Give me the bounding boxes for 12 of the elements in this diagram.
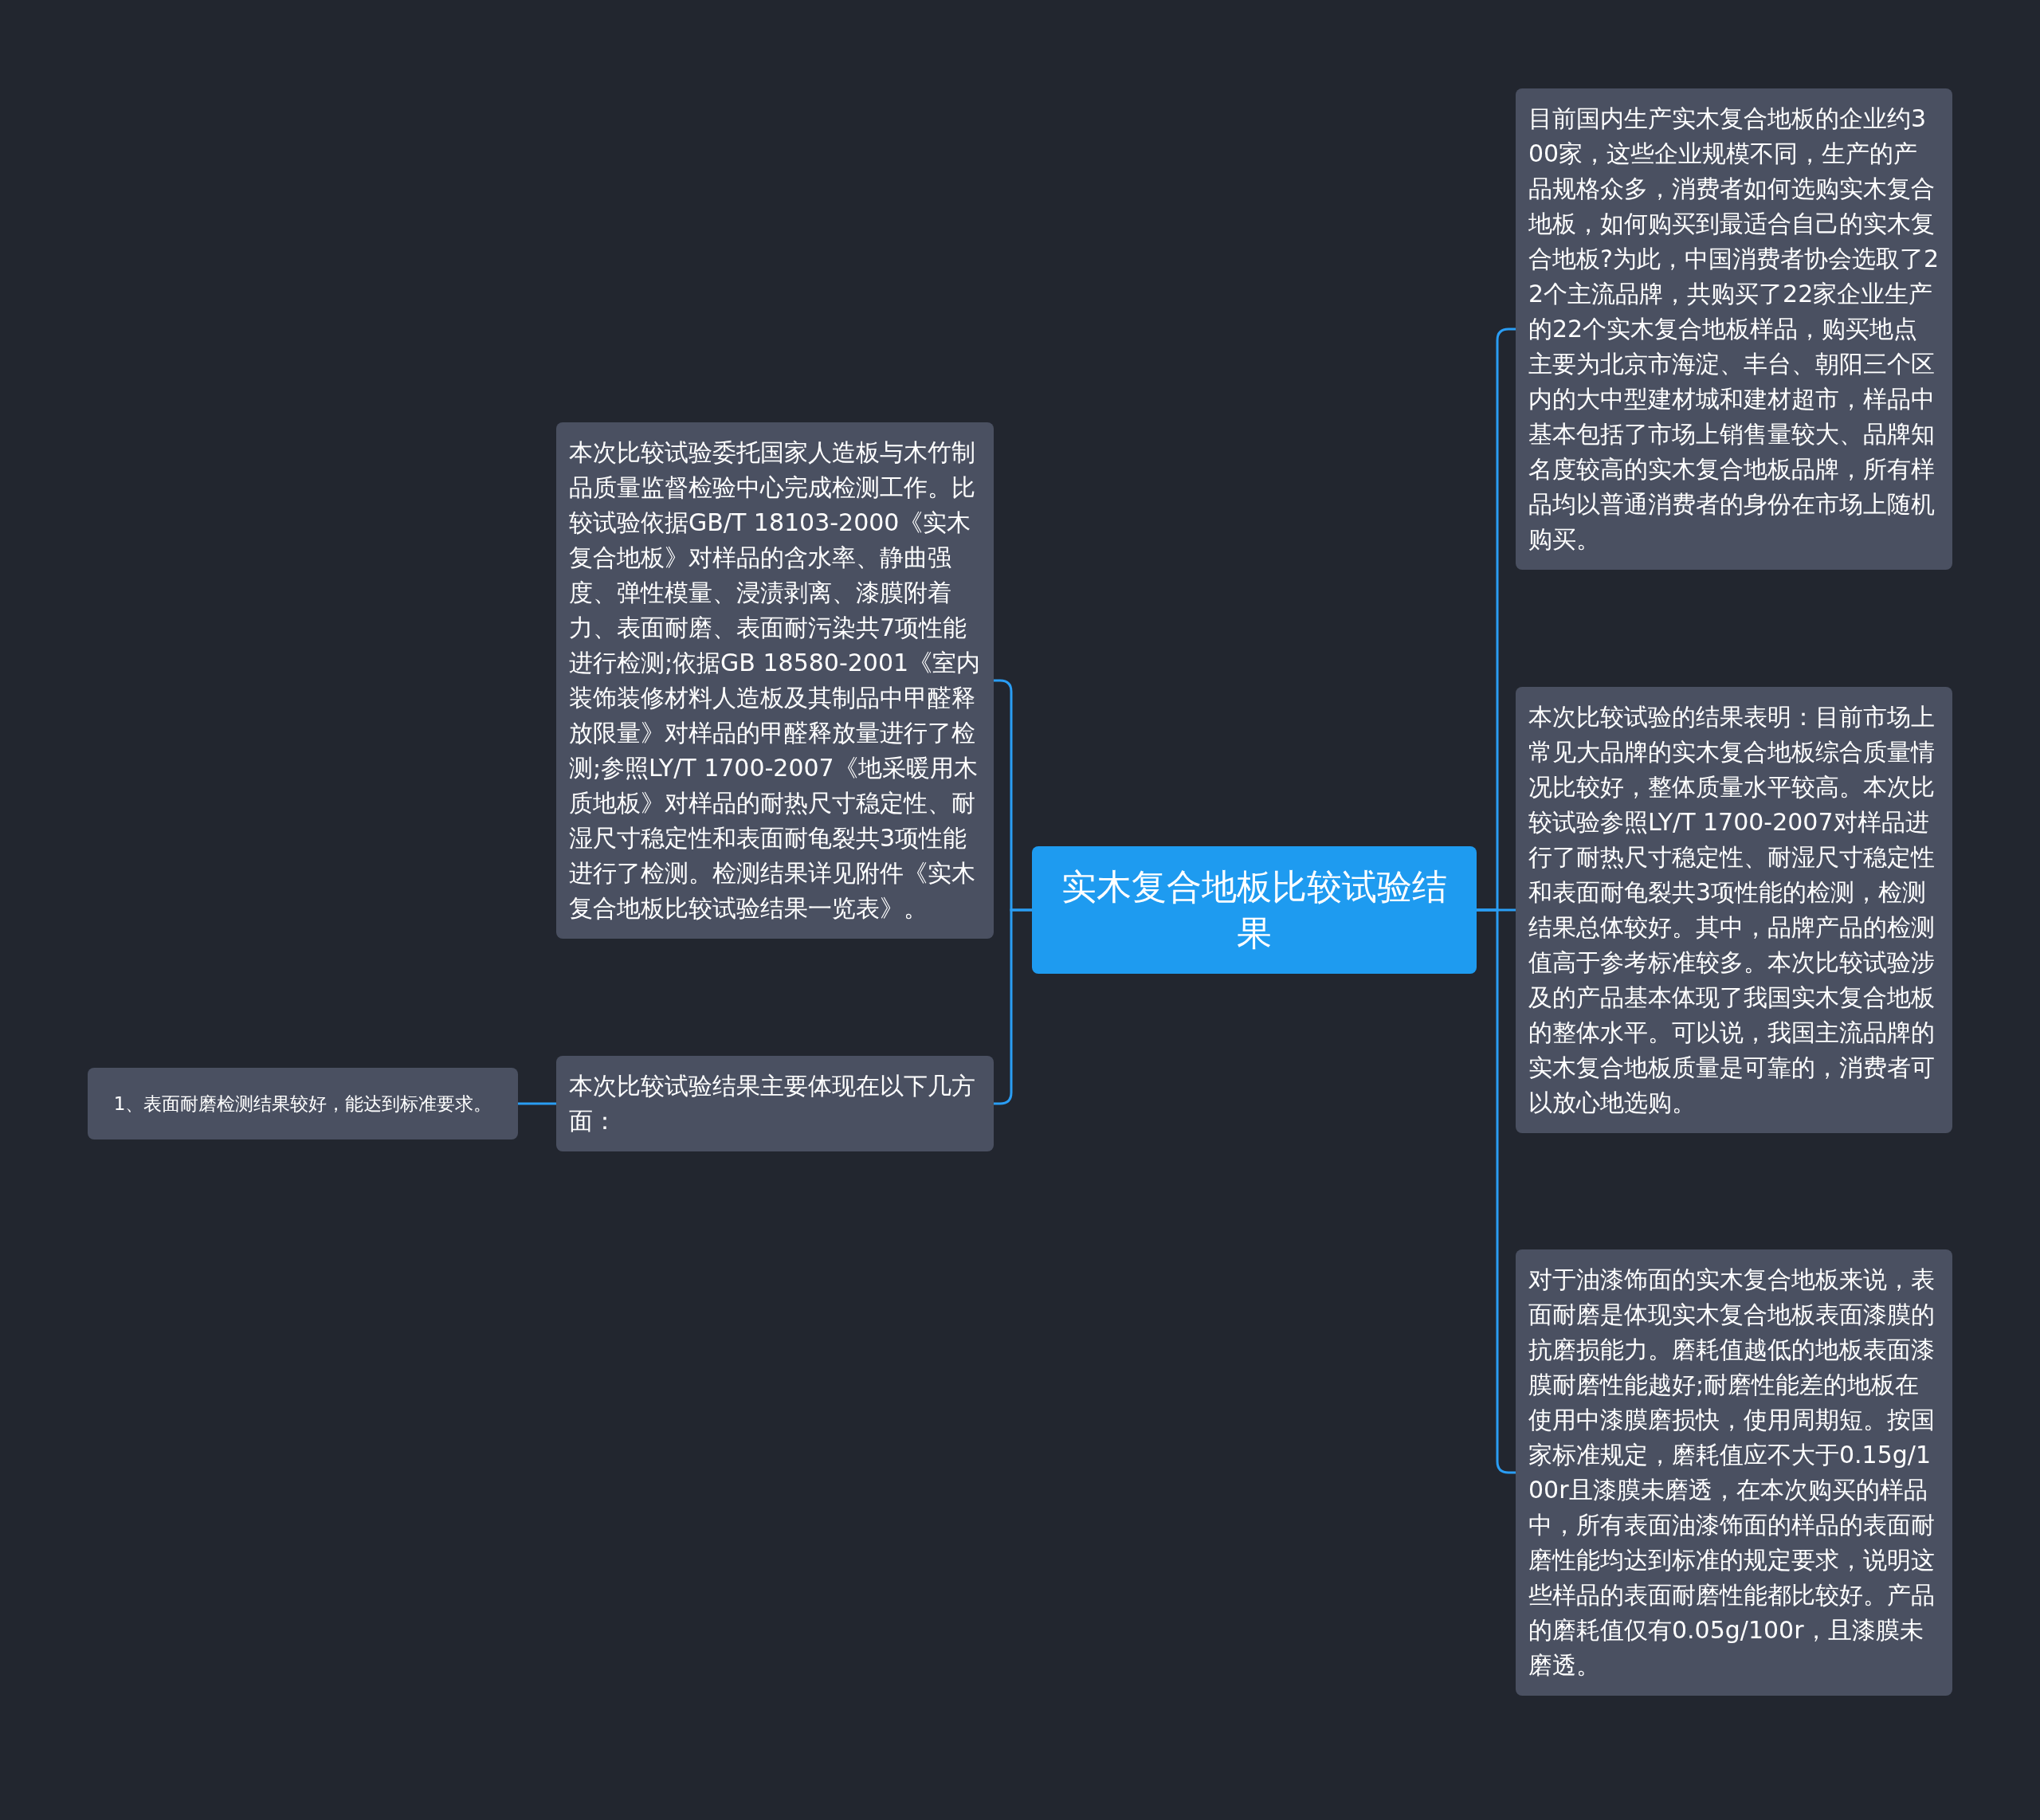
node-text: 实木复合地板比较试验结果 (1061, 865, 1448, 955)
node-text: 本次比较试验结果主要体现在以下几方面： (569, 1071, 976, 1136)
node-text: 1、表面耐磨检测结果较好，能达到标准要求。 (113, 1092, 492, 1116)
text-card (556, 1056, 994, 1151)
connector-line (518, 1102, 556, 1105)
node-text: 本次比较试验的结果表明：目前市场上常见大品牌的实木复合地板综合质量情况比较好，整体质量水平较高。本次比较试验参照LY/T 1700-2007对样品进行了耐热尺寸稳定性、耐湿尺寸稳定性和表面耐龟裂共3项性能的检测，检测结果总体较好。其中，品牌产品的检测值高于参考标准较多。本次比较试验涉及的产品基本体现了我国实木复合地板的整体水平。可以说，我国主流品牌的实木复合地板质量是可靠的，消费者可以放心地选购。 (1528, 702, 1936, 1118)
text-card (88, 1068, 518, 1139)
connector-line (994, 908, 1032, 1105)
node-text: 目前国内生产实木复合地板的企业约300家，这些企业规模不同，生产的产品规格众多，消费者如何选购实木复合地板，如何购买到最适合自己的实木复合地板?为此，中国消费者协会选取了22个主流品牌，共购买了22家企业生产的22个实木复合地板样品，购买地点主要为北京市海淀、丰台、朝阳三个区内的大中型建材城和建材超市，样品中基本包括了市场上销售量较大、品牌知名度较高的实木复合地板品牌，所有样品均以普通消费者的身份在市场上随机购买。 (1528, 104, 1940, 555)
node-text: 对于油漆饰面的实木复合地板来说，表面耐磨是体现实木复合地板表面漆膜的抗磨损能力。磨耗值越低的地板表面漆膜耐磨性能越好;耐磨性能差的地板在使用中漆膜磨损快，使用周期短。按国家标准规定，磨耗值应不大于0.15g/100r且漆膜未磨透，在本次购买的样品中，所有表面油漆饰面的样品的表面耐磨性能均达到标准的规定要求，说明这些样品的表面耐磨性能都比较好。产品的磨耗值仅有0.05g/100r，且漆膜未磨透。 (1528, 1265, 1936, 1681)
node-text: 本次比较试验委托国家人造板与木竹制品质量监督检验中心完成检测工作。比较试验依据GB/T 18103-2000《实木复合地板》对样品的含水率、静曲强度、弹性模量、浸渍剥离、漆膜附着力、表面耐磨、表面耐污染共7项性能进行检测;依据GB 18580-2001《室内装饰装修材料人造板及其制品中甲醛释放限量》对样品的甲醛释放量进行了检测;参照LY/T 1700-2007《地采暖用木质地板》对样品的耐热尺寸稳定性、耐湿尺寸稳定性和表面耐龟裂共3项性能进行了检测。检测结果详见附件《实木复合地板比较试验结果一览表》。 (569, 437, 981, 924)
topic-box (1032, 846, 1477, 974)
